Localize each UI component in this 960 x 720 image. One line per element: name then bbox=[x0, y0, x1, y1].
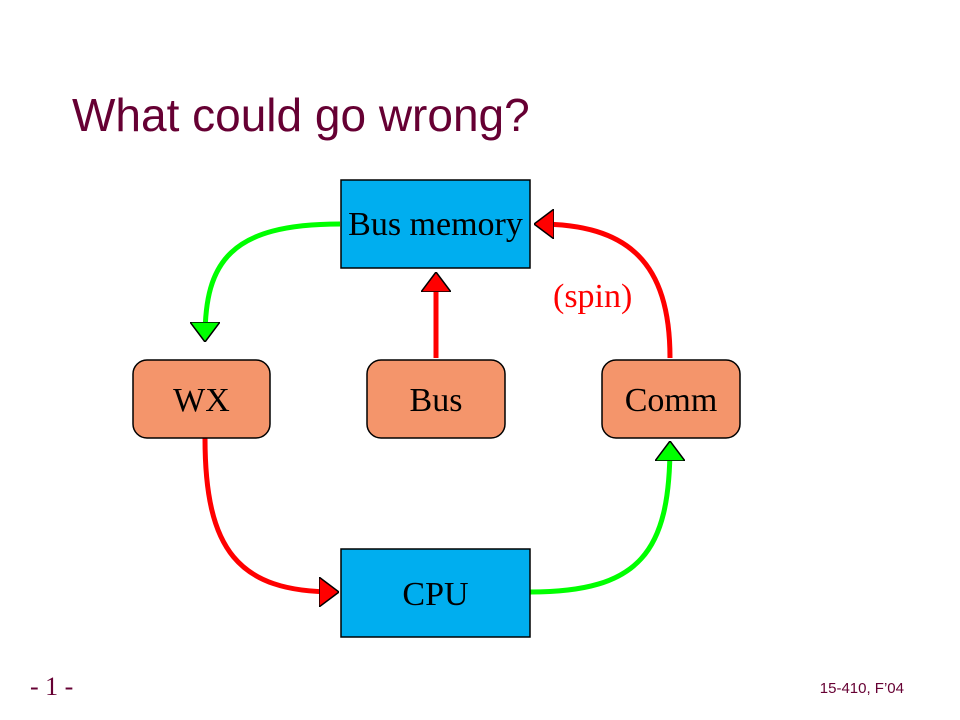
arrow-comm-to-bus-memory bbox=[538, 224, 673, 359]
comm-box bbox=[601, 359, 741, 439]
bus-label: Bus bbox=[410, 382, 463, 419]
bus-memory-label: Bus memory bbox=[348, 206, 523, 243]
page-number: - 1 - bbox=[30, 672, 74, 701]
bus-memory-box bbox=[340, 179, 531, 269]
comm-label: Comm bbox=[625, 382, 718, 419]
arrow-bus-memory-to-wx bbox=[205, 221, 341, 338]
course-label: 15-410, F’04 bbox=[819, 680, 904, 697]
cpu-box bbox=[340, 548, 531, 638]
cpu-label: CPU bbox=[402, 576, 468, 613]
wx-label: WX bbox=[173, 382, 230, 419]
bus-box bbox=[366, 359, 506, 439]
spin-label: (spin) bbox=[553, 278, 632, 315]
slide-title: What could go wrong? bbox=[72, 89, 530, 141]
arrow-cpu-to-comm bbox=[529, 445, 670, 595]
arrow-wx-to-cpu bbox=[202, 437, 335, 592]
wx-box bbox=[132, 359, 271, 439]
